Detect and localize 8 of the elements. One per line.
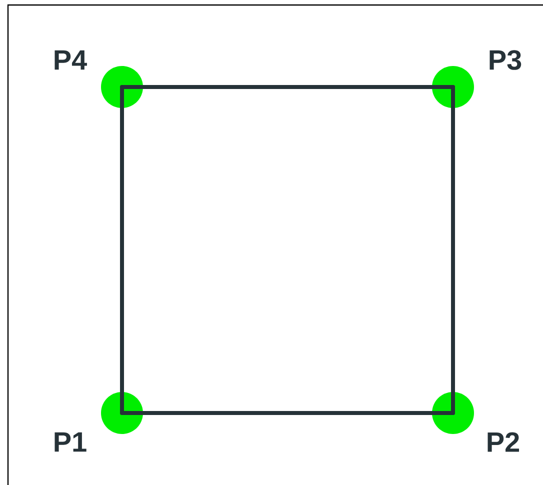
line	[451, 85, 455, 415]
point-label: P2	[488, 432, 519, 452]
point-label: P3	[490, 50, 522, 70]
line	[120, 85, 124, 415]
point-label: P1	[54, 432, 86, 452]
line	[120, 411, 455, 415]
line	[120, 85, 455, 89]
point-label: P4	[54, 50, 87, 70]
